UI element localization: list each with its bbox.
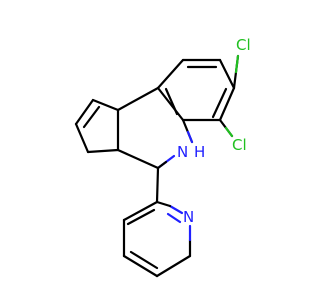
bonds — [74, 54, 240, 278]
bond-n-half — [186, 130, 194, 144]
amine-hydrogen-label: H — [194, 143, 205, 161]
chlorine-label-top: Cl — [236, 36, 251, 54]
bond-pyr-c4-c5-inner — [129, 250, 159, 270]
bond-c8-c7 — [218, 58, 236, 90]
bond-pyr-c2-c3 — [122, 200, 159, 222]
bond-c9b-c9a-link — [116, 86, 160, 112]
amine-nitrogen-label: N — [177, 143, 188, 161]
bond-pyr-n-c2 — [168, 204, 184, 215]
bond-pyr-n-c2-inner — [166, 212, 182, 224]
bond-c5a-c9b — [156, 86, 185, 122]
bond-c7-c6-inner — [211, 87, 228, 119]
bond-c4-c3a — [116, 148, 160, 170]
bond-cl-bottom-half — [224, 126, 234, 138]
bond-c9b-c9a — [156, 58, 185, 90]
bond-c7-c6 — [218, 86, 236, 122]
molecule-structure: Cl Cl N H N — [74, 36, 251, 278]
bond-n-c4-half — [156, 160, 168, 170]
bond-pyr-c5-c6 — [155, 254, 192, 278]
bond-cl-top-half — [234, 54, 240, 74]
bond-c5a-c9b-inner — [164, 87, 179, 116]
bond-c4-pyr — [155, 166, 160, 204]
chlorine-label-bottom: Cl — [232, 136, 247, 154]
bond-c3-c3a — [86, 148, 120, 154]
bond-pyr-c4-c5 — [122, 254, 159, 278]
bond-c2-c3 — [74, 122, 90, 154]
bond-pyr-n-c2-half — [155, 200, 172, 208]
atom-labels: Cl Cl N H N — [177, 36, 251, 226]
bond-c1-c2-inner — [82, 105, 101, 129]
bond-c1-c2 — [74, 98, 95, 126]
pyridine-nitrogen-label: N — [183, 208, 194, 226]
bond-c9b-c1 — [91, 98, 120, 112]
bond-pyr-c2-c3-inner — [126, 208, 156, 226]
